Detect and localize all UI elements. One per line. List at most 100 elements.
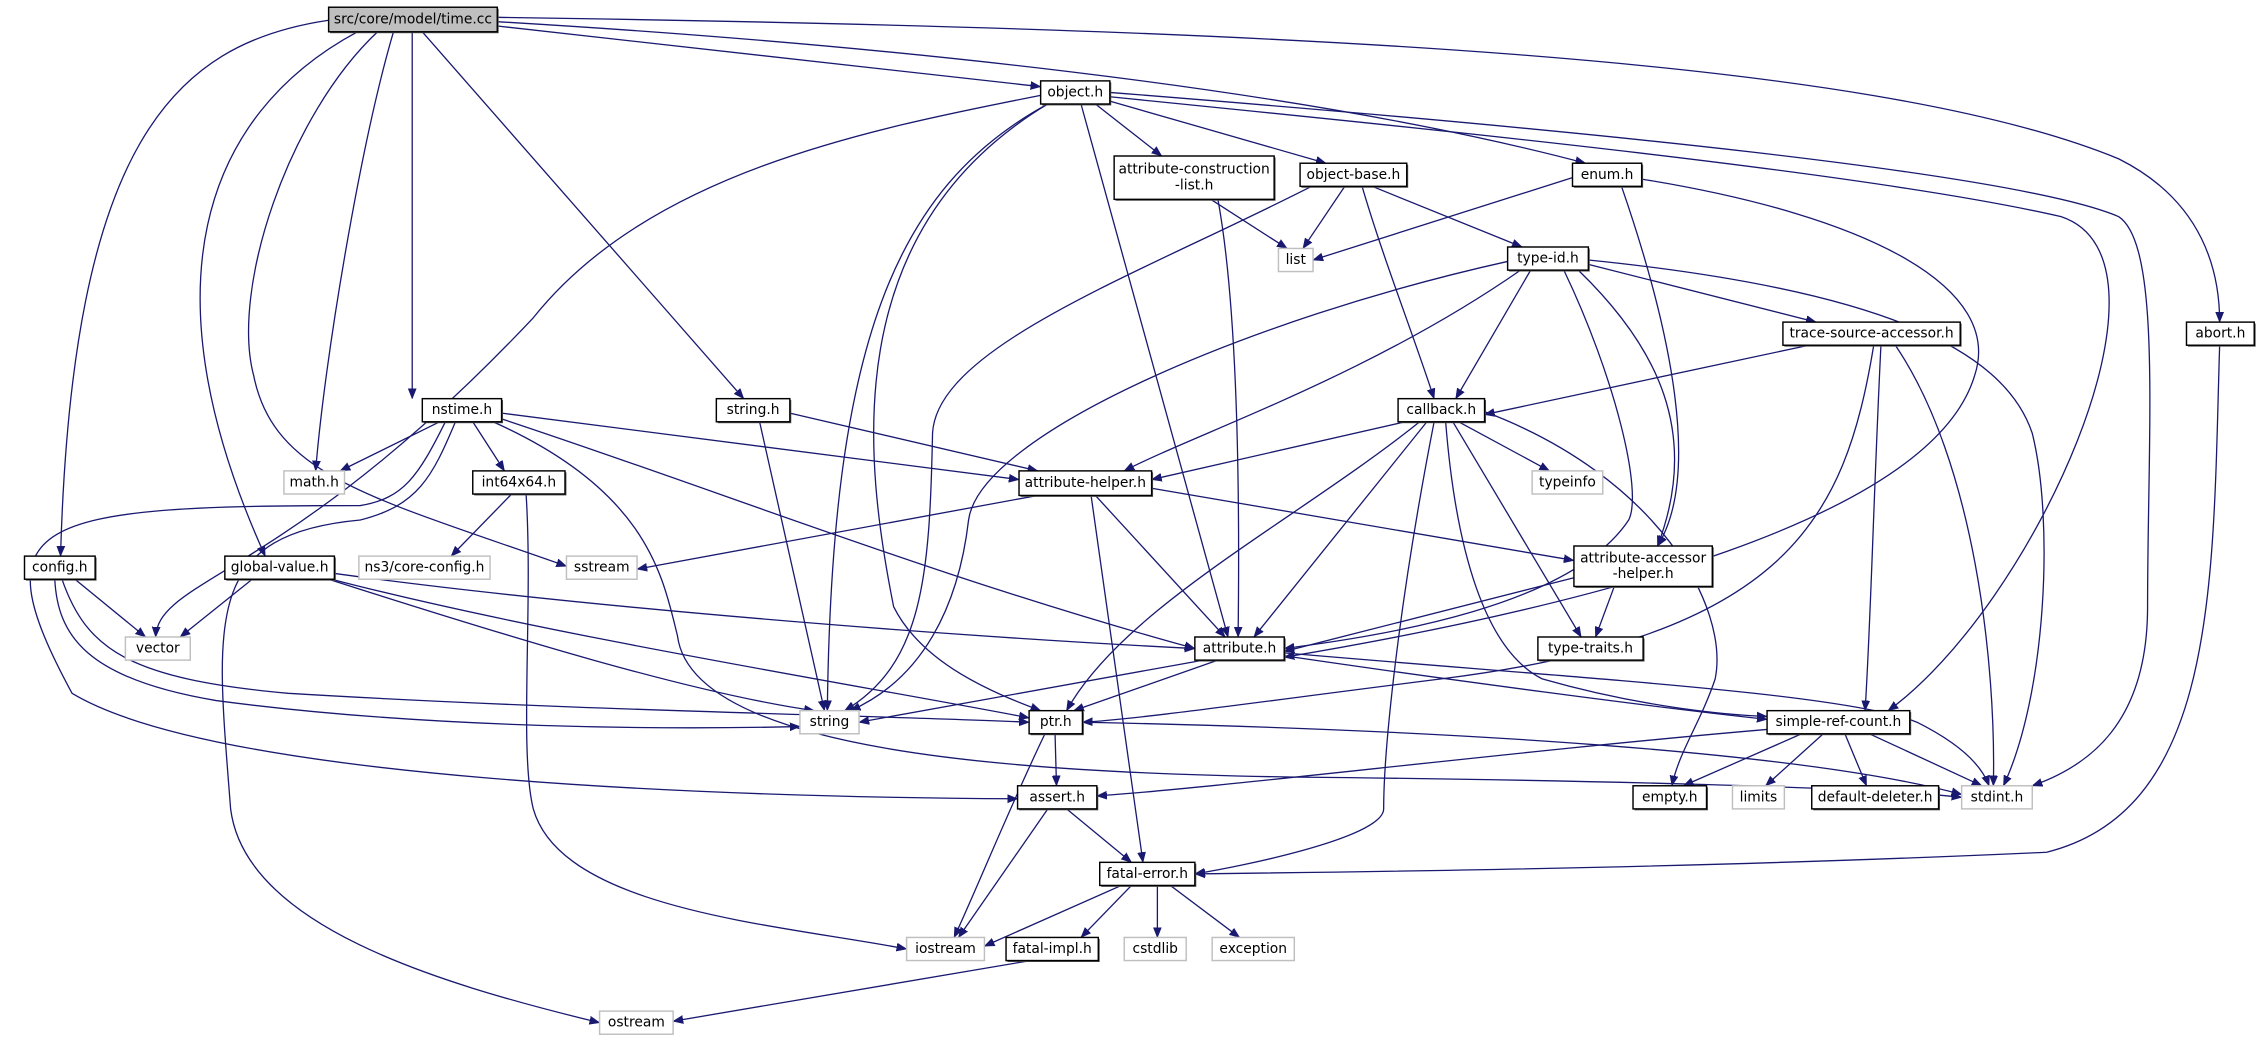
- node-box: [1113, 155, 1275, 201]
- edge-simple-ref-to-limits: [1766, 733, 1824, 786]
- node-attr-constr[interactable]: attribute-construction-list.h: [1113, 155, 1276, 201]
- node-label: string.h: [727, 402, 780, 418]
- edge-object-base-to-type-id: [1371, 185, 1522, 248]
- node-fatal-error[interactable]: fatal-error.h: [1099, 861, 1197, 887]
- node-attr-acc-helper[interactable]: attribute-accessor-helper.h: [1573, 545, 1714, 588]
- edge-object-h-to-ptr-h: [873, 103, 1049, 712]
- edge-object-h-to-attr-constr: [1095, 103, 1161, 157]
- node-iostream: iostream: [905, 936, 986, 962]
- node-simple-ref[interactable]: simple-ref-count.h: [1766, 709, 1912, 736]
- node-box: [1211, 936, 1296, 962]
- edge-object-h-to-stdint-h: [1109, 91, 2151, 785]
- node-abort-h[interactable]: abort.h: [2185, 321, 2256, 347]
- node-box: [1005, 936, 1100, 962]
- edge-trace-src-to-stdint-h: [1894, 344, 1993, 786]
- node-label: ns3/core-config.h: [365, 560, 485, 576]
- edge-type-id-to-trace-src: [1588, 263, 1816, 322]
- node-label: cstdlib: [1132, 941, 1178, 957]
- edge-global-value-to-ptr-h: [331, 578, 1030, 718]
- node-attribute-h[interactable]: attribute.h: [1194, 636, 1286, 662]
- node-label: empty.h: [1642, 789, 1698, 805]
- node-object-base[interactable]: object-base.h: [1299, 162, 1409, 188]
- edge-enum-h-to-attribute-h: [1284, 178, 1980, 657]
- edge-nstime-h-to-math-h: [340, 421, 440, 472]
- node-math-h: math.h: [283, 470, 346, 495]
- node-trace-src[interactable]: trace-source-accessor.h: [1782, 321, 1962, 347]
- node-default-deleter[interactable]: default-deleter.h: [1811, 785, 1941, 811]
- edge-attribute-h-to-string: [859, 659, 1204, 722]
- node-stdint-h: stdint.h: [1960, 785, 2033, 810]
- node-box: [1573, 545, 1714, 588]
- node-string-h[interactable]: string.h: [715, 397, 792, 424]
- node-nstime-h[interactable]: nstime.h: [421, 397, 504, 424]
- node-label: abort.h: [2195, 326, 2245, 342]
- edge-callback-h-to-fatal-error: [1195, 421, 1435, 874]
- edge-nstime-h-to-stdint-h: [492, 421, 1962, 798]
- node-box: [23, 555, 96, 580]
- node-box: [598, 1010, 674, 1035]
- node-type-id[interactable]: type-id.h: [1506, 246, 1590, 272]
- edge-global-value-to-string: [328, 578, 815, 710]
- edge-attribute-h-to-ptr-h: [1074, 659, 1219, 711]
- node-label: global-value.h: [231, 560, 329, 576]
- edge-string-h-to-attr-helper: [789, 412, 1038, 471]
- edge-nstime-h-to-int64x64: [472, 421, 506, 471]
- node-box: [1018, 470, 1153, 497]
- node-int64x64[interactable]: int64x64.h: [472, 470, 567, 496]
- node-list: list: [1277, 247, 1314, 273]
- node-label: assert.h: [1029, 789, 1085, 805]
- node-box: [2185, 321, 2255, 346]
- node-label: exception: [1219, 941, 1287, 957]
- edge-simple-ref-to-assert-h: [1097, 728, 1768, 795]
- edge-nstime-h-to-ostream: [221, 421, 599, 1023]
- edge-trace-src-to-simple-ref: [1865, 345, 1882, 710]
- node-callback-h[interactable]: callback.h: [1397, 397, 1487, 424]
- edge-attr-helper-to-fatal-error: [1090, 495, 1143, 862]
- node-config-h[interactable]: config.h: [23, 555, 97, 581]
- edge-assert-h-to-fatal-error: [1066, 808, 1132, 862]
- node-box: [472, 470, 566, 495]
- node-ptr-h[interactable]: ptr.h: [1028, 709, 1084, 736]
- edge-config-h-to-ptr-h: [61, 579, 1029, 722]
- node-label: limits: [1740, 789, 1778, 805]
- node-attr-helper[interactable]: attribute-helper.h: [1018, 470, 1154, 497]
- node-box: [1531, 470, 1604, 495]
- node-global-value[interactable]: global-value.h: [224, 555, 336, 581]
- edge-ptr-h-to-iostream: [953, 733, 1046, 938]
- node-enum-h[interactable]: enum.h: [1571, 162, 1644, 188]
- node-fatal-impl[interactable]: fatal-impl.h: [1005, 936, 1100, 962]
- edge-abort-h-to-fatal-error: [1195, 345, 2221, 874]
- edge-fatal-error-to-fatal-impl: [1081, 884, 1132, 937]
- node-label: nstime.h: [432, 402, 492, 418]
- edge-callback-h-to-attr-helper: [1152, 421, 1406, 480]
- edge-fatal-error-to-exception: [1169, 884, 1239, 938]
- node-exception: exception: [1211, 936, 1296, 962]
- node-label: src/core/model/time.cc: [334, 11, 492, 27]
- node-label: string: [810, 714, 850, 730]
- edge-attr-constr-to-list: [1210, 198, 1287, 249]
- node-box: [283, 470, 346, 495]
- edge-attr-helper-to-attribute-h: [1094, 495, 1225, 637]
- node-label: fatal-error.h: [1107, 866, 1188, 882]
- node-time-cc[interactable]: src/core/model/time.cc: [327, 6, 499, 34]
- edge-time-cc-to-object-h: [497, 25, 1040, 87]
- edge-global-value-to-attribute-h: [334, 572, 1194, 648]
- node-assert-h[interactable]: assert.h: [1016, 785, 1099, 811]
- node-label: attribute-helper.h: [1025, 475, 1146, 491]
- edge-object-base-to-list: [1302, 185, 1346, 248]
- node-box: [715, 397, 791, 423]
- node-label: attribute-accessor: [1580, 550, 1706, 566]
- node-object-h[interactable]: object.h: [1039, 80, 1112, 106]
- node-box: [1960, 785, 2033, 810]
- edge-fatal-impl-to-ostream: [673, 959, 1031, 1022]
- edge-int64x64-to-core-config: [451, 493, 513, 556]
- node-empty-h[interactable]: empty.h: [1632, 785, 1708, 811]
- edge-config-h-to-vector: [74, 578, 146, 637]
- edge-callback-h-to-ptr-h: [1066, 421, 1421, 711]
- node-vector: vector: [124, 636, 191, 661]
- node-box: [1099, 861, 1196, 887]
- edge-simple-ref-to-default-deleter: [1844, 733, 1868, 786]
- node-type-traits[interactable]: type-traits.h: [1537, 636, 1645, 662]
- node-box: [421, 397, 503, 423]
